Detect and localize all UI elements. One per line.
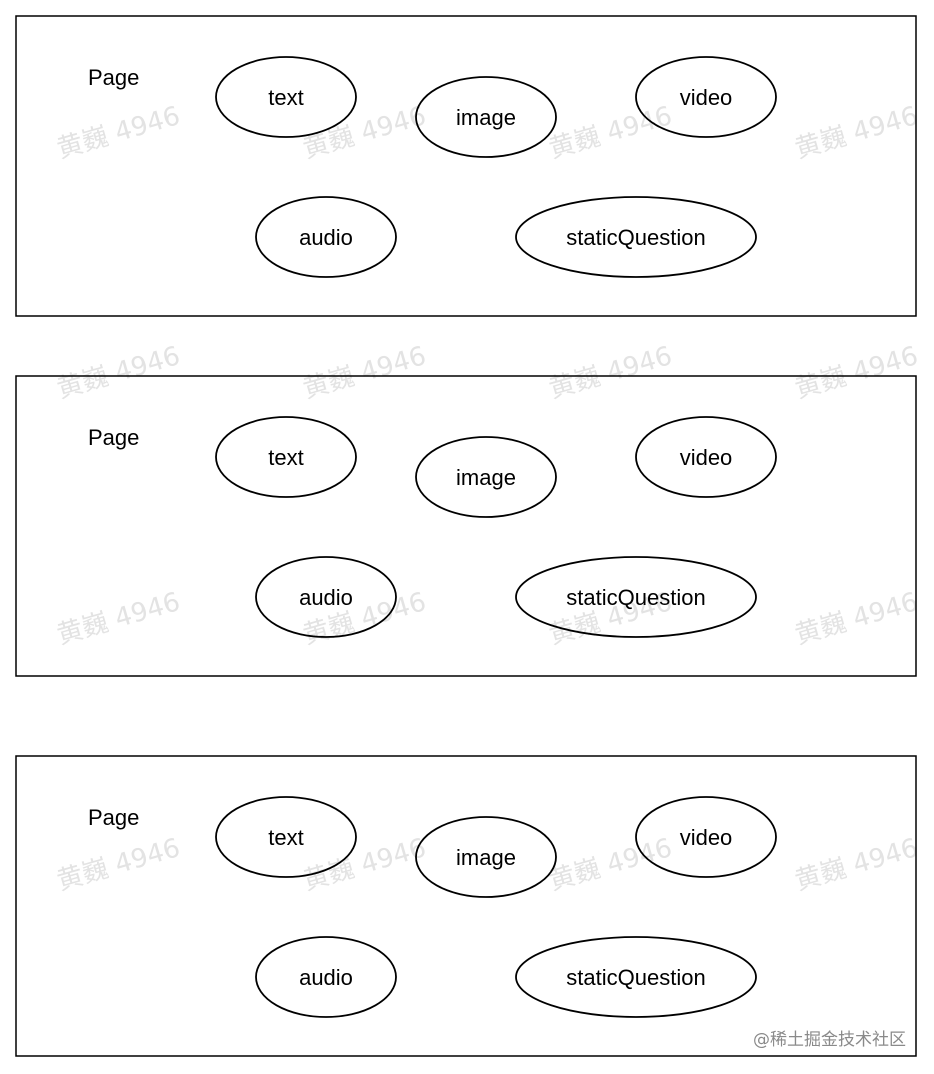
page-frame <box>15 375 917 677</box>
watermark-text: 黄巍 4946 <box>792 833 922 897</box>
node-ellipse <box>635 416 777 498</box>
page-panel: Page text image video audio staticQuestion <box>15 15 917 317</box>
watermark-text: 黄巍 4946 <box>54 101 184 165</box>
footer-watermark: @稀土掘金技术社区 <box>753 1030 906 1050</box>
page-panel: Page text image video audio staticQuestion <box>15 755 917 1057</box>
component-node-text: text <box>215 416 357 498</box>
watermark-text: 黄巍 4946 <box>792 341 922 405</box>
component-node-audio: audio <box>255 556 397 638</box>
node-label: staticQuestion <box>566 585 705 610</box>
node-ellipse <box>415 816 557 898</box>
page-frame <box>15 755 917 1057</box>
node-label: text <box>268 85 303 110</box>
node-ellipse <box>215 416 357 498</box>
node-ellipse <box>415 436 557 518</box>
component-node-audio: audio <box>255 936 397 1018</box>
node-ellipse <box>215 796 357 878</box>
node-ellipse <box>515 936 757 1018</box>
node-label: text <box>268 825 303 850</box>
page-label: Page <box>88 425 139 450</box>
component-node-text: text <box>215 796 357 878</box>
component-node-video: video <box>635 56 777 138</box>
node-label: audio <box>299 965 353 990</box>
node-label: staticQuestion <box>566 225 705 250</box>
node-ellipse <box>255 556 397 638</box>
page-frame <box>15 15 917 317</box>
node-ellipse <box>415 76 557 158</box>
component-node-image: image <box>415 816 557 898</box>
node-ellipse <box>215 56 357 138</box>
component-node-video: video <box>635 416 777 498</box>
node-ellipse <box>515 196 757 278</box>
watermark-text: 黄巍 4946 <box>54 341 184 405</box>
component-node-text: text <box>215 56 357 138</box>
component-node-image: image <box>415 436 557 518</box>
node-label: audio <box>299 225 353 250</box>
component-node-staticquestion: staticQuestion <box>515 936 757 1018</box>
watermark-text: 黄巍 4946 <box>792 101 922 165</box>
watermark-text: 黄巍 4946 <box>300 341 430 405</box>
node-ellipse <box>635 796 777 878</box>
node-label: image <box>456 845 516 870</box>
component-node-image: image <box>415 76 557 158</box>
node-ellipse <box>635 56 777 138</box>
page-panel: Page text image video audio staticQuestion <box>15 375 917 677</box>
node-label: text <box>268 445 303 470</box>
node-label: video <box>680 85 733 110</box>
watermark-text: 黄巍 4946 <box>54 833 184 897</box>
watermark-text: 黄巍 4946 <box>546 341 676 405</box>
node-ellipse <box>255 196 397 278</box>
component-node-staticquestion: staticQuestion <box>515 196 757 278</box>
node-label: staticQuestion <box>566 965 705 990</box>
watermark-text: 黄巍 4946 <box>792 587 922 651</box>
node-label: video <box>680 825 733 850</box>
node-ellipse <box>255 936 397 1018</box>
node-label: image <box>456 465 516 490</box>
component-node-staticquestion: staticQuestion <box>515 556 757 638</box>
component-node-audio: audio <box>255 196 397 278</box>
watermark-text: 黄巍 4946 <box>54 587 184 651</box>
node-label: image <box>456 105 516 130</box>
node-label: video <box>680 445 733 470</box>
page-label: Page <box>88 805 139 830</box>
node-label: audio <box>299 585 353 610</box>
component-node-video: video <box>635 796 777 878</box>
page-label: Page <box>88 65 139 90</box>
node-ellipse <box>515 556 757 638</box>
